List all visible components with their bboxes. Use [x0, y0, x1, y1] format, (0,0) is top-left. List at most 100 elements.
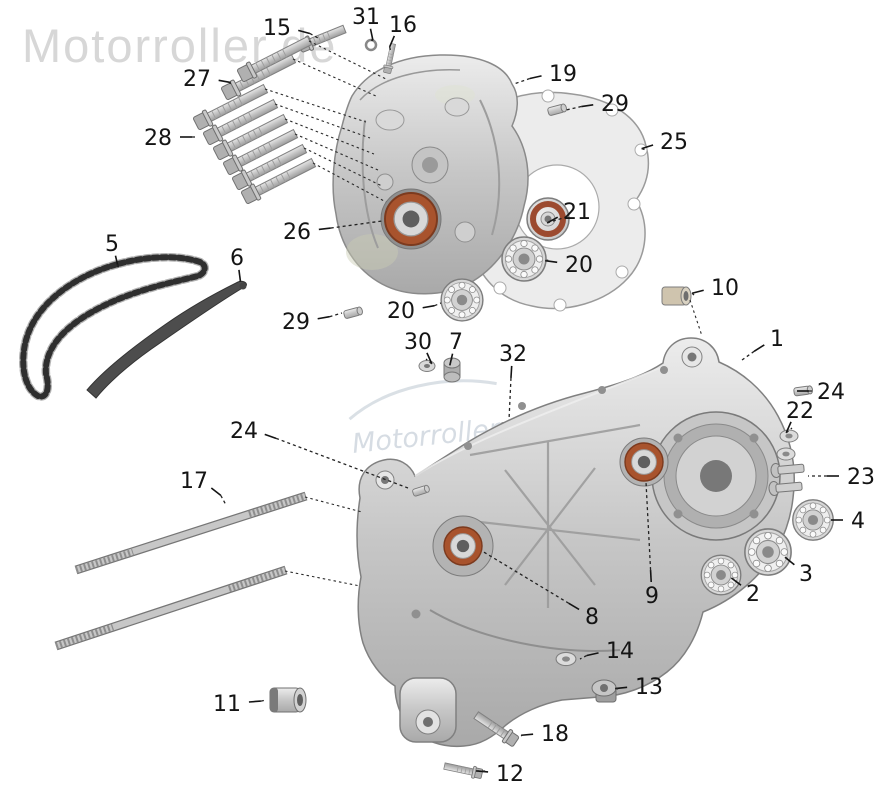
bearing-2 — [700, 554, 742, 596]
callout-leader — [318, 227, 331, 231]
washer-22a — [779, 429, 799, 443]
callout-label: 12 — [496, 762, 524, 787]
callout-leader — [521, 733, 534, 737]
flange-bolt-12 — [442, 759, 484, 781]
callout-label: 6 — [230, 246, 244, 271]
callout-label: 14 — [606, 639, 634, 664]
bolt-23a — [770, 463, 805, 479]
callout-leader — [731, 577, 738, 582]
callout-label: 3 — [799, 562, 813, 587]
watermark-swoosh — [348, 379, 497, 421]
callout-label: 32 — [499, 342, 527, 367]
chain-tensioner-blade — [86, 280, 247, 399]
callout-leader — [513, 77, 531, 85]
stud-bolts — [54, 491, 308, 651]
callout-leader — [785, 421, 792, 434]
washer-22b — [776, 447, 796, 461]
callout-leader — [581, 104, 594, 108]
oil-seal-8 — [443, 526, 483, 566]
callout-leader — [649, 569, 653, 583]
callout-leader — [210, 487, 222, 497]
callout-label: 22 — [786, 399, 814, 424]
callout-leader — [329, 312, 343, 318]
callout-leader — [641, 144, 654, 150]
callout-label: 8 — [585, 605, 599, 630]
callout-label: 13 — [635, 675, 663, 700]
callout-leader — [220, 495, 227, 506]
callout-label: 27 — [183, 67, 211, 92]
callout-leader — [785, 427, 793, 434]
callout-label: 29 — [601, 92, 629, 117]
dowel-pin-29b — [342, 305, 364, 320]
callout-leader — [369, 28, 374, 41]
assembly-dotted-lines — [264, 40, 703, 587]
callout-label: 19 — [549, 62, 577, 87]
callout-leader — [529, 75, 542, 80]
callout-label: 20 — [387, 299, 415, 324]
callout-leader — [449, 357, 453, 366]
right-crankcase — [356, 337, 795, 748]
bearing-20a — [501, 236, 547, 282]
callout-label: 16 — [389, 13, 417, 38]
callout-label: 7 — [449, 330, 463, 355]
callout-label: 25 — [660, 130, 688, 155]
callout-leader — [260, 699, 267, 702]
callout-leader — [264, 433, 277, 440]
oring-31 — [364, 38, 378, 52]
crankcase-cover — [332, 54, 529, 295]
callout-leader — [784, 556, 791, 561]
callout-leader — [388, 35, 396, 48]
washer-30 — [418, 360, 436, 372]
callout-label: 21 — [563, 200, 591, 225]
bearing-21 — [526, 197, 570, 241]
callout-leader — [481, 550, 570, 604]
callout-label: 26 — [283, 220, 311, 245]
callout-label: 15 — [263, 16, 291, 41]
callout-leader — [645, 481, 652, 571]
callout-label: 31 — [352, 5, 380, 30]
callout-leader — [388, 46, 392, 53]
timing-chain — [19, 253, 209, 401]
callout-label: 18 — [541, 722, 569, 747]
callout-label: 24 — [817, 380, 845, 405]
callout-label: 17 — [180, 469, 208, 494]
callout-label: 2 — [746, 582, 760, 607]
washer-14 — [555, 651, 577, 667]
callout-label: 10 — [711, 276, 739, 301]
callout-leader — [510, 365, 513, 379]
oil-seal-9 — [624, 442, 664, 482]
bushing-10 — [661, 286, 692, 306]
callout-leader — [426, 352, 433, 365]
callout-label: 11 — [213, 692, 241, 717]
callout-leader — [330, 220, 383, 229]
callout-leader — [545, 259, 550, 262]
callout-label: 29 — [282, 310, 310, 335]
callout-leader — [218, 79, 231, 84]
callout-label: 24 — [230, 419, 258, 444]
callout-leader — [422, 304, 435, 309]
callout-leader — [520, 734, 523, 737]
bolt-23b — [768, 481, 803, 497]
callout-leader — [434, 302, 442, 307]
callout-leader — [309, 32, 319, 39]
callout-label: 1 — [770, 327, 784, 352]
callout-leader — [691, 289, 704, 295]
callout-label: 4 — [851, 509, 865, 534]
callout-leader — [425, 358, 433, 365]
bearing-4 — [792, 499, 834, 541]
callout-leader — [116, 263, 119, 268]
blade-tip — [239, 282, 247, 290]
oil-seal-26 — [384, 192, 438, 246]
callout-leader — [248, 700, 261, 703]
callout-leader — [691, 292, 695, 296]
callout-leader — [317, 315, 330, 320]
callout-leader — [641, 148, 647, 151]
callout-label: 30 — [404, 330, 432, 355]
callout-leader — [298, 29, 311, 35]
callout-leader — [586, 652, 599, 657]
bushing-11 — [269, 687, 307, 713]
callout-leader — [238, 269, 242, 282]
callout-leader — [753, 344, 765, 352]
